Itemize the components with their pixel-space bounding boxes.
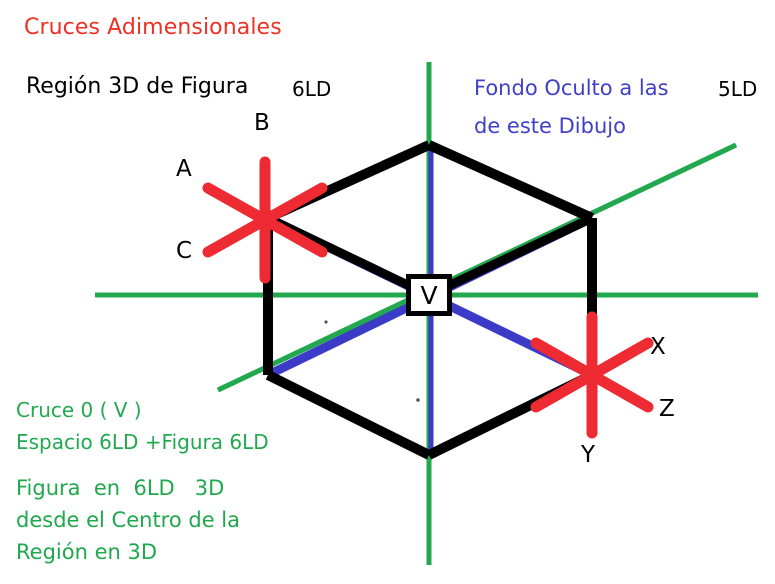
hex-edge-top-right	[426, 140, 595, 223]
label-a: A	[176, 156, 192, 182]
figura-line-3: Región en 3D	[16, 540, 158, 564]
label-y: Y	[581, 442, 596, 468]
cross-left-arm-a	[202, 182, 271, 226]
hex-edge-bottom-left	[265, 370, 432, 460]
label-c: C	[176, 238, 193, 264]
region-label-code: 6LD	[292, 77, 332, 101]
cross-right-arm-up-left	[530, 337, 598, 381]
hidden-background-line-2: de este Dibujo	[474, 114, 626, 138]
label-b: B	[254, 110, 270, 136]
figura-line-2: desde el Centro de la	[16, 508, 240, 532]
center-node-v[interactable]: V	[406, 274, 452, 316]
cross-left-group	[202, 156, 328, 284]
hidden-background-code: 5LD	[718, 77, 758, 101]
hidden-background-line-1: Fondo Oculto a las	[474, 76, 669, 100]
center-node-label: V	[420, 280, 438, 310]
cruce-line-1: Cruce 0 ( V )	[16, 398, 142, 422]
cross-left-arm-c	[202, 214, 271, 258]
label-x: X	[650, 334, 666, 360]
cross-right-arm-z	[586, 369, 654, 413]
cross-right-arm-down-left	[530, 369, 598, 413]
cross-right-arm-x	[586, 337, 654, 381]
spoke-v-to-upper-right	[442, 213, 594, 293]
cruce-line-2: Espacio 6LD +Figura 6LD	[16, 430, 269, 454]
cross-right-group	[530, 311, 654, 439]
label-z: Z	[659, 396, 675, 422]
cross-left-arm-down-right	[259, 214, 328, 258]
figura-line-1: Figura en 6LD 3D	[16, 476, 225, 500]
page-title: Cruces Adimensionales	[24, 15, 282, 40]
stray-dot-lower	[416, 398, 420, 402]
stray-dot-left	[324, 320, 328, 324]
cross-left-arm-up-right	[259, 182, 328, 226]
region-label: Región 3D de Figura	[26, 74, 249, 99]
